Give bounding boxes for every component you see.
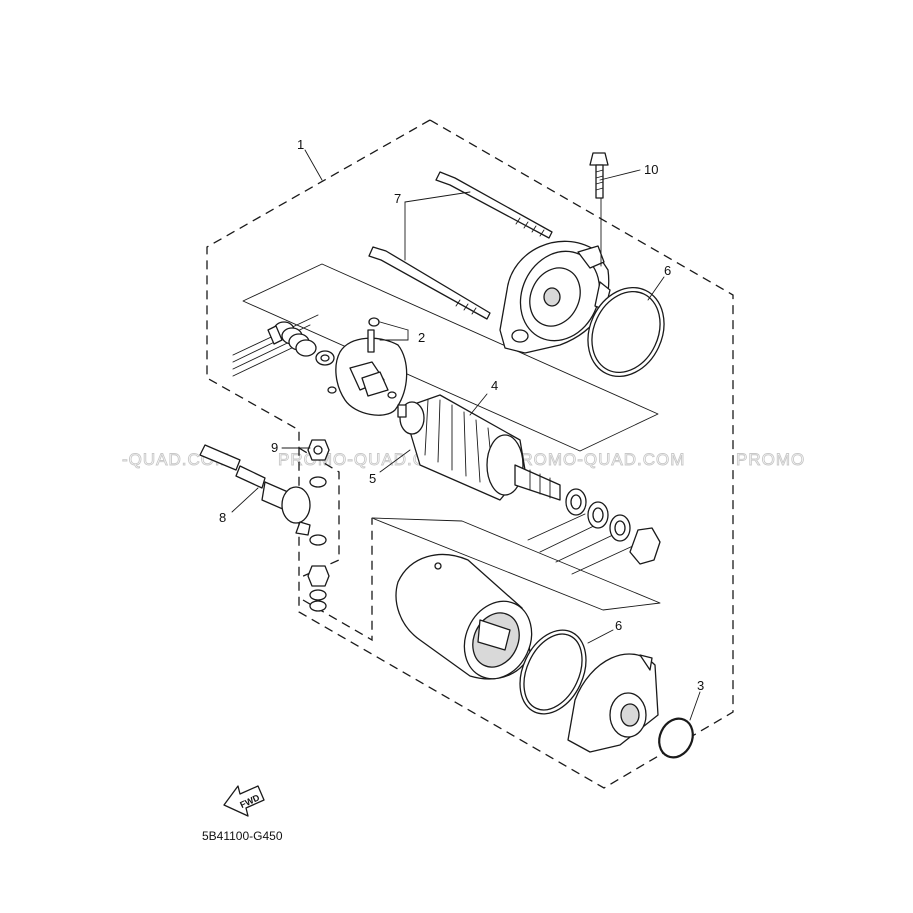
nut-part-9	[307, 439, 330, 612]
callout-1: 1	[297, 137, 304, 152]
terminal-link-boundary	[302, 518, 373, 642]
assembly-boundary	[206, 119, 734, 789]
callout-8: 8	[219, 510, 226, 525]
watermark-text-3: PROMO-QUAD.COM	[508, 450, 685, 469]
terminal-cable-part-8	[199, 444, 311, 536]
callout-4: 4	[491, 378, 498, 393]
callout-2: 2	[418, 330, 425, 345]
o-ring-part-3	[658, 717, 694, 759]
rear-cover-housing	[499, 240, 611, 354]
motor-yoke	[395, 553, 533, 680]
middle-reference-panel	[371, 513, 661, 611]
callouts: 1 2 3 4 5 6 6 7 8 9 10	[219, 137, 704, 693]
callout-7: 7	[394, 191, 401, 206]
through-bolts-part-7	[368, 171, 553, 320]
watermark-text-4: PROMO	[736, 450, 805, 469]
brush-springs	[267, 321, 335, 366]
callout-5: 5	[369, 471, 376, 486]
callout-9: 9	[271, 440, 278, 455]
leader-lines	[231, 149, 701, 721]
gasket-part-6-lower	[519, 629, 587, 715]
callout-6-upper: 6	[664, 263, 671, 278]
brush-holder-plate	[327, 317, 408, 416]
gasket-part-6-upper	[587, 286, 665, 378]
front-cover	[567, 653, 659, 753]
forward-direction-arrow: FWD	[223, 785, 265, 817]
drawing-code: 5B41100-G450	[202, 829, 283, 843]
callout-6-lower: 6	[615, 618, 622, 633]
bolt-part-10	[589, 152, 609, 199]
armature-part-4	[397, 394, 561, 501]
armature-washers	[565, 488, 661, 565]
callout-3: 3	[697, 678, 704, 693]
callout-10: 10	[644, 162, 658, 177]
